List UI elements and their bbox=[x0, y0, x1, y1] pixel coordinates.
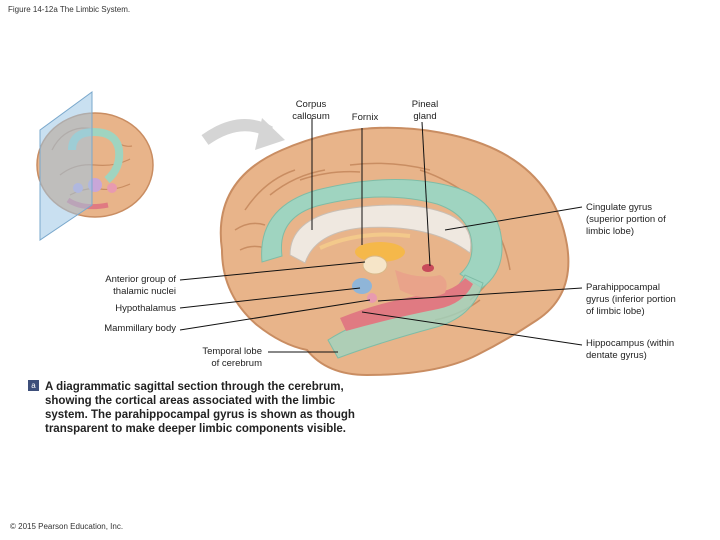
leader-anterior bbox=[179, 261, 366, 281]
label-hippocampus: Hippocampus (within dentate gyrus) bbox=[586, 338, 675, 361]
copyright: © 2015 Pearson Education, Inc. bbox=[10, 522, 124, 531]
label-fornix: Fornix bbox=[351, 112, 379, 123]
label-cingulate-gyrus: Cingulate gyrus (superior portion of lim… bbox=[586, 202, 666, 237]
figure-title: Figure 14-12a The Limbic System. bbox=[8, 5, 131, 14]
leader-hippocampus bbox=[361, 311, 583, 346]
label-hypothalamus: Hypothalamus bbox=[115, 303, 176, 314]
figure-caption: A diagrammatic sagittal section through … bbox=[45, 381, 355, 435]
label-mammillary-body: Mammillary body bbox=[104, 323, 176, 334]
main-brain bbox=[219, 126, 570, 377]
label-pineal-gland: Pineal gland bbox=[411, 99, 439, 122]
leader-cingulate bbox=[444, 206, 583, 231]
label-anterior-thalamic-nuclei: Anterior group of thalamic nuclei bbox=[105, 274, 176, 297]
leader-mammillary bbox=[179, 299, 371, 331]
leader-hypothalamus bbox=[179, 287, 361, 309]
direction-arrowhead bbox=[255, 118, 285, 150]
thumbnail-brain bbox=[36, 91, 154, 241]
leader-lines bbox=[179, 118, 583, 353]
caption-badge: a bbox=[28, 380, 39, 391]
label-parahippocampal-gyrus: Parahippocampal gyrus (inferior portion … bbox=[586, 282, 676, 317]
label-temporal-lobe: Temporal lobe of cerebrum bbox=[202, 346, 262, 369]
leader-parahippocampal bbox=[377, 287, 583, 302]
leader-pineal bbox=[421, 121, 431, 267]
label-corpus-callosum: Corpus callosum bbox=[292, 99, 330, 122]
